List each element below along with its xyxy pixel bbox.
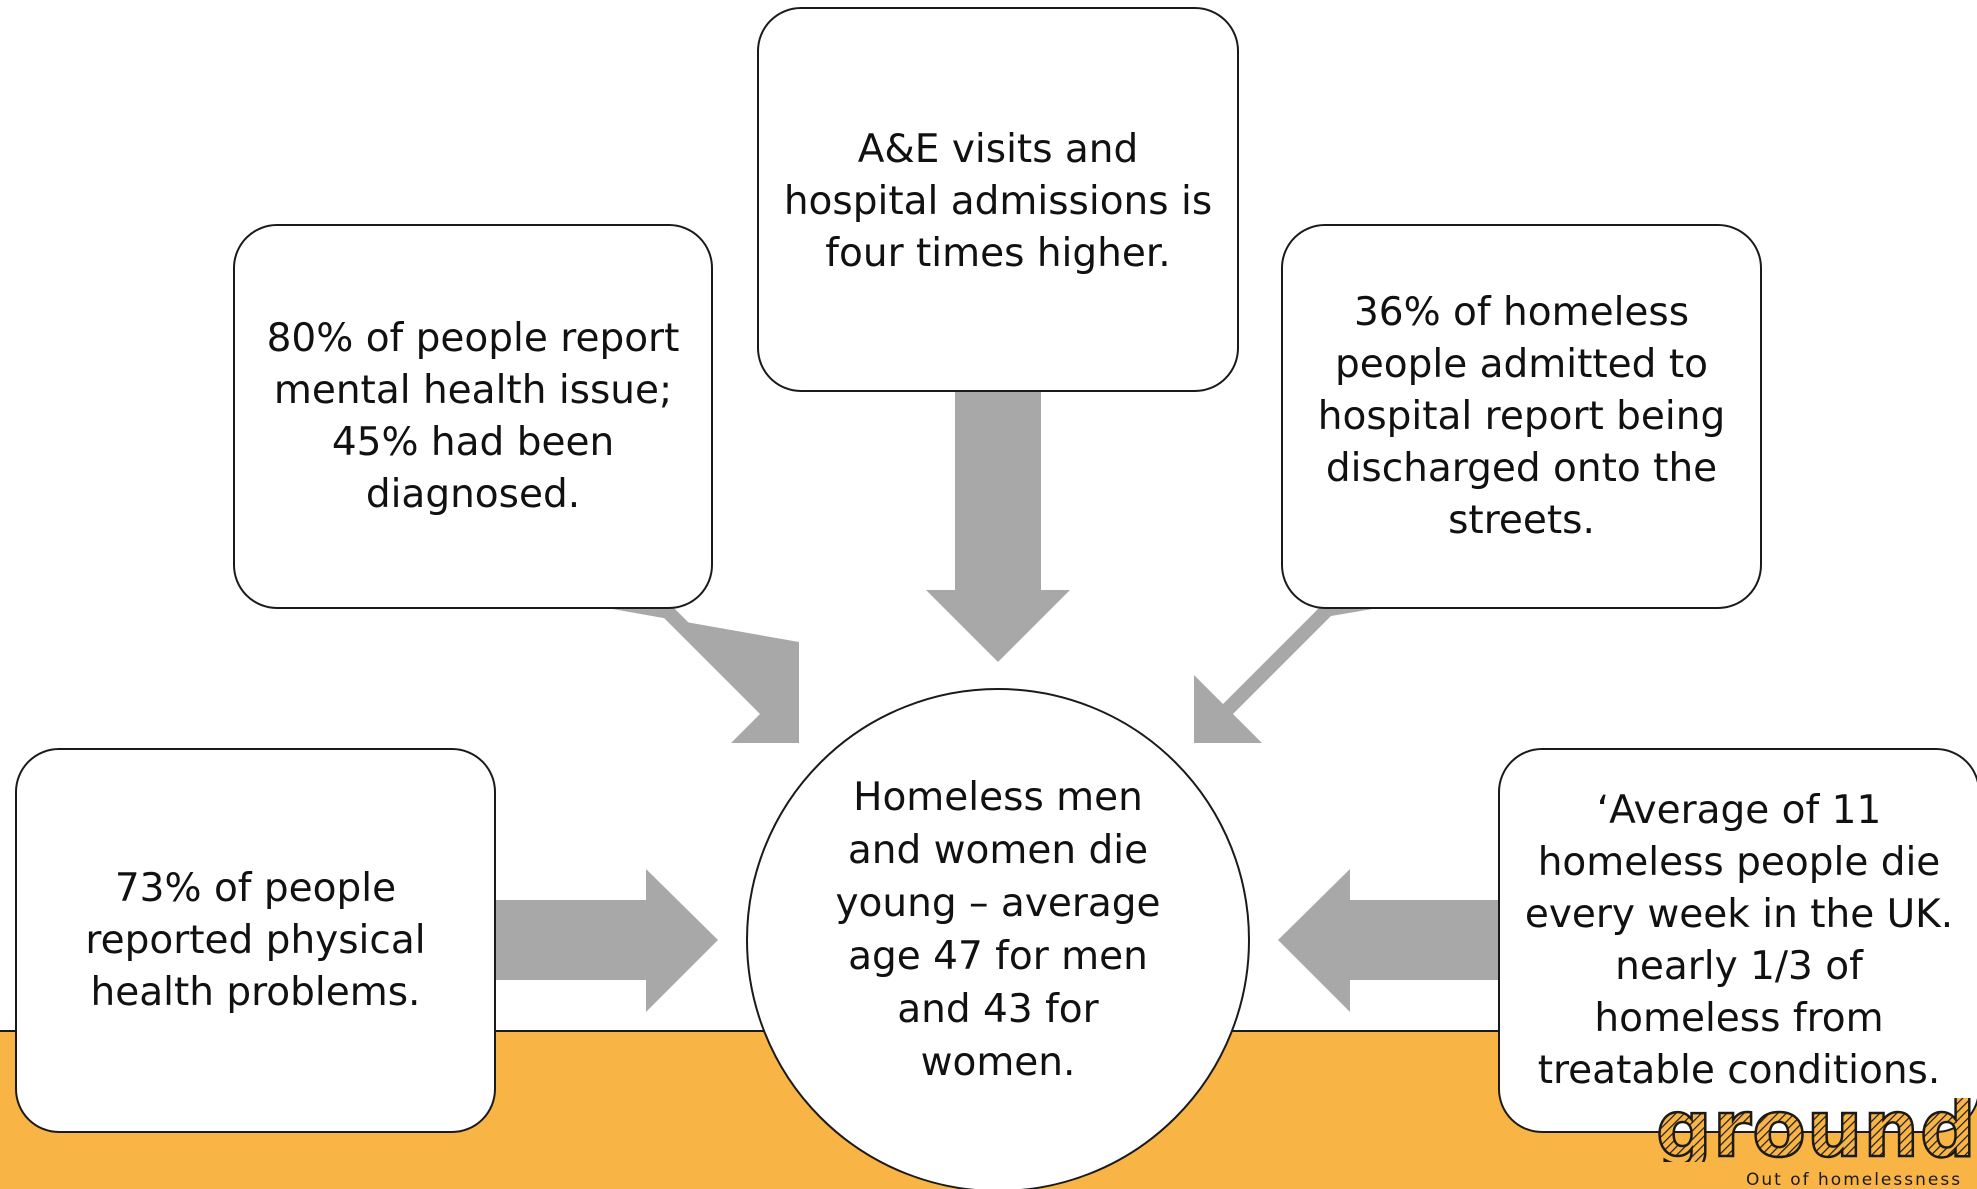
center-circle: Homeless men and women die young – avera… (746, 688, 1250, 1189)
arrow-down-right-body (603, 606, 799, 743)
stat-text: 36% of homeless people admitted to hospi… (1317, 289, 1726, 543)
stat-box-physical-health: 73% of people reported physical health p… (15, 748, 496, 1133)
arrow-down (926, 392, 1070, 662)
stat-box-hospital-visits: A&E visits and hospital admissions is fo… (757, 7, 1239, 392)
logo-text: groundswell (1656, 1098, 1977, 1162)
stat-box-deaths: ‘Average of 11 homeless people die every… (1498, 748, 1977, 1133)
arrow-left (1278, 869, 1498, 1012)
groundswell-logo: groundswell (1655, 1098, 1977, 1162)
center-text: Homeless men and women die young – avera… (835, 775, 1161, 1085)
arrow-down-left-body (1194, 606, 1390, 743)
stat-text: 80% of people report mental health issue… (266, 315, 680, 517)
stat-box-mental-health: 80% of people report mental health issue… (233, 224, 713, 609)
stat-box-hospital-discharge: 36% of homeless people admitted to hospi… (1281, 224, 1762, 609)
arrow-right (496, 869, 718, 1012)
stat-text: A&E visits and hospital admissions is fo… (783, 127, 1213, 276)
stat-text: ‘Average of 11 homeless people die every… (1524, 787, 1954, 1093)
stat-text: 73% of people reported physical health p… (85, 865, 426, 1015)
logo-tagline: Out of homelessness (1746, 1170, 1963, 1189)
arrow-down-right (607, 608, 799, 742)
